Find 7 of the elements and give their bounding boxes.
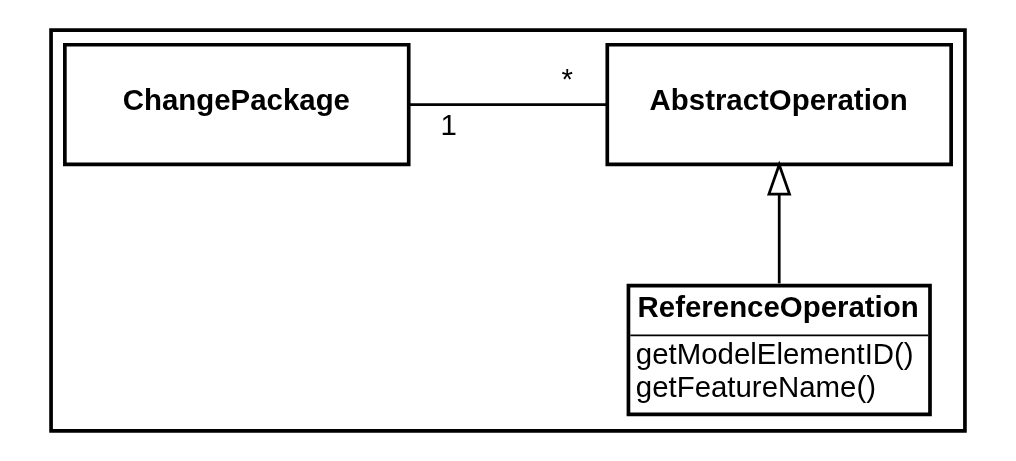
arrow xyxy=(766,160,792,284)
node-box: AbstractOperation xyxy=(605,42,953,167)
cluster xyxy=(49,28,967,433)
node-box: ChangePackage xyxy=(63,42,411,167)
label: 1 xyxy=(440,107,457,141)
connector xyxy=(408,103,608,106)
label: * xyxy=(561,61,574,95)
